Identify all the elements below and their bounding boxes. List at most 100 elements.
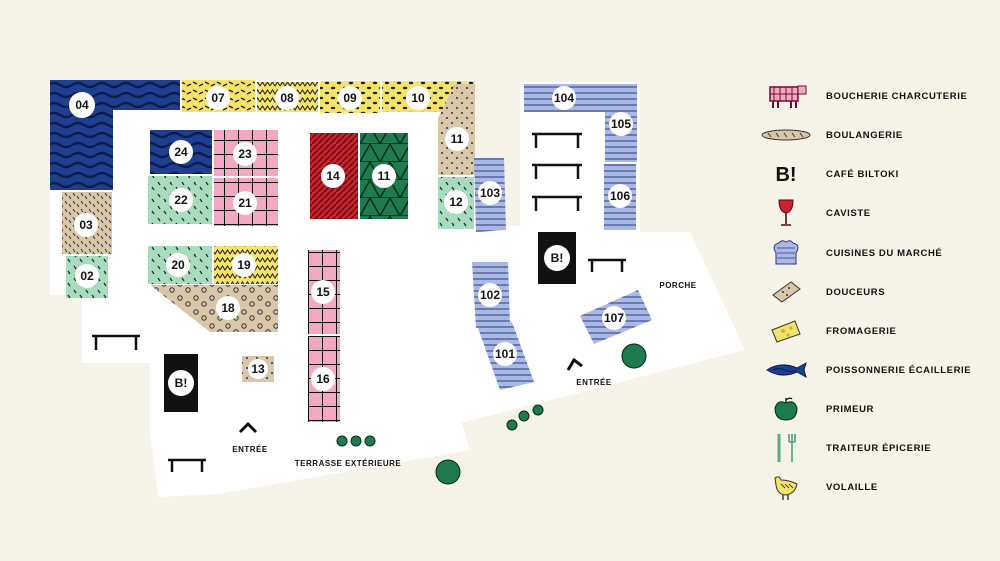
legend-item-boucherie[interactable]: BOUCHERIE CHARCUTERIE (760, 78, 1000, 114)
wine-glass-icon (760, 195, 812, 231)
svg-text:07: 07 (211, 91, 225, 105)
svg-text:21: 21 (238, 196, 252, 210)
svg-text:16: 16 (316, 372, 330, 386)
legend-item-volaille[interactable]: VOLAILLE (760, 469, 1000, 505)
svg-text:13: 13 (251, 362, 265, 376)
legend-item-cafe[interactable]: B! CAFÉ BILTOKI (760, 156, 1000, 192)
legend-label: POISSONNERIE ÉCAILLERIE (826, 364, 972, 376)
bread-icon (760, 117, 812, 153)
stall-08[interactable]: 08 (257, 82, 318, 112)
svg-text:02: 02 (80, 269, 94, 283)
stall-106[interactable]: 106 (604, 164, 636, 230)
stall-101[interactable]: 101 (478, 322, 534, 390)
apple-icon (760, 391, 812, 427)
legend-label: BOUCHERIE CHARCUTERIE (826, 90, 968, 102)
legend-item-boulangerie[interactable]: BOULANGERIE (760, 117, 1000, 153)
legend-item-douceurs[interactable]: DOUCEURS (760, 274, 1000, 310)
svg-text:103: 103 (480, 186, 500, 200)
legend-item-cuisines[interactable]: CUISINES DU MARCHÉ (760, 235, 1000, 271)
cafe-biltoki-right[interactable]: B! (538, 232, 576, 284)
porch-label: PORCHE (659, 281, 696, 290)
stall-107[interactable]: 107 (580, 290, 652, 344)
stall-24[interactable]: 24 (150, 130, 212, 174)
legend-label: CUISINES DU MARCHÉ (826, 247, 943, 259)
stall-14[interactable]: 14 (310, 133, 358, 219)
svg-text:11: 11 (378, 169, 391, 183)
stall-16[interactable]: 16 (308, 336, 340, 422)
stall-105[interactable]: 105 (605, 84, 637, 162)
stall-11-primeur[interactable]: 11 (360, 133, 408, 219)
stall-18[interactable]: 18 (150, 285, 278, 332)
svg-text:03: 03 (79, 218, 93, 232)
stall-07[interactable]: 07 (182, 80, 255, 112)
entrance-arrow-icon (238, 357, 583, 434)
stall-22[interactable]: 22 (148, 176, 212, 224)
svg-text:23: 23 (238, 147, 252, 161)
svg-text:04: 04 (75, 98, 89, 112)
stall-02[interactable]: 02 (66, 256, 108, 298)
svg-text:09: 09 (343, 91, 357, 105)
legend-label: TRAITEUR ÉPICERIE (826, 442, 932, 454)
svg-text:10: 10 (411, 91, 425, 105)
stall-15[interactable]: 15 (308, 250, 340, 334)
cheese-icon (760, 313, 812, 349)
svg-text:08: 08 (280, 91, 294, 105)
terrace-label: TERRASSE EXTÉRIEURE (295, 459, 402, 468)
stall-11-douceurs[interactable]: 11 (438, 84, 475, 175)
plant-icon (336, 343, 647, 485)
cafe-logo-icon: B! (760, 156, 812, 192)
legend-item-fromagerie[interactable]: FROMAGERIE (760, 313, 1000, 349)
legend-label: FROMAGERIE (826, 325, 897, 337)
svg-text:B!: B! (551, 251, 564, 265)
fish-icon (760, 352, 812, 388)
cafe-biltoki-left[interactable]: B! (164, 354, 198, 412)
chocolate-icon (760, 274, 812, 310)
svg-text:12: 12 (449, 195, 463, 209)
svg-text:24: 24 (174, 145, 188, 159)
entrance-label-right: ENTRÉE (576, 378, 612, 387)
svg-text:18: 18 (221, 301, 235, 315)
legend-item-poissonnerie[interactable]: POISSONNERIE ÉCAILLERIE (760, 352, 1000, 388)
cutlery-icon (760, 430, 812, 466)
table-icon (92, 132, 626, 472)
legend-label: PRIMEUR (826, 403, 875, 415)
stall-19[interactable]: 19 (214, 246, 278, 284)
svg-text:14: 14 (326, 169, 340, 183)
legend-label: CAFÉ BILTOKI (826, 168, 899, 180)
svg-text:B!: B! (175, 376, 188, 390)
legend-label: DOUCEURS (826, 286, 886, 298)
stall-23[interactable]: 23 (214, 130, 278, 176)
svg-text:15: 15 (316, 285, 330, 299)
stall-102[interactable]: 102 (472, 262, 510, 328)
svg-text:105: 105 (611, 117, 631, 131)
svg-text:20: 20 (171, 258, 185, 272)
legend-item-traiteur[interactable]: TRAITEUR ÉPICERIE (760, 430, 1000, 466)
svg-text:106: 106 (610, 189, 630, 203)
entrance-label-left: ENTRÉE (232, 445, 268, 454)
legend-item-primeur[interactable]: PRIMEUR (760, 391, 1000, 427)
market-floor-map: 04 07 08 09 10 03 02 24 23 (50, 80, 745, 497)
stall-04[interactable]: 04 (50, 80, 180, 190)
svg-text:B!: B! (775, 164, 796, 186)
svg-text:101: 101 (495, 347, 515, 361)
stall-13[interactable]: 13 (242, 356, 274, 382)
svg-text:107: 107 (604, 311, 624, 325)
legend-item-caviste[interactable]: CAVISTE (760, 195, 1000, 231)
legend-label: VOLAILLE (826, 481, 878, 493)
stall-20[interactable]: 20 (148, 246, 212, 284)
stall-12[interactable]: 12 (438, 177, 474, 229)
chicken-icon (760, 469, 812, 505)
svg-text:22: 22 (174, 193, 188, 207)
stall-09[interactable]: 09 (320, 81, 380, 113)
stall-104[interactable]: 104 (524, 84, 606, 112)
stall-21[interactable]: 21 (214, 178, 278, 226)
svg-text:104: 104 (554, 91, 574, 105)
svg-text:102: 102 (480, 288, 500, 302)
stall-103[interactable]: 103 (474, 158, 506, 232)
svg-text:19: 19 (237, 258, 251, 272)
cow-icon (760, 78, 812, 114)
legend-label: BOULANGERIE (826, 129, 903, 141)
stall-03[interactable]: 03 (62, 192, 112, 254)
svg-text:11: 11 (451, 132, 464, 146)
legend-label: CAVISTE (826, 207, 871, 219)
